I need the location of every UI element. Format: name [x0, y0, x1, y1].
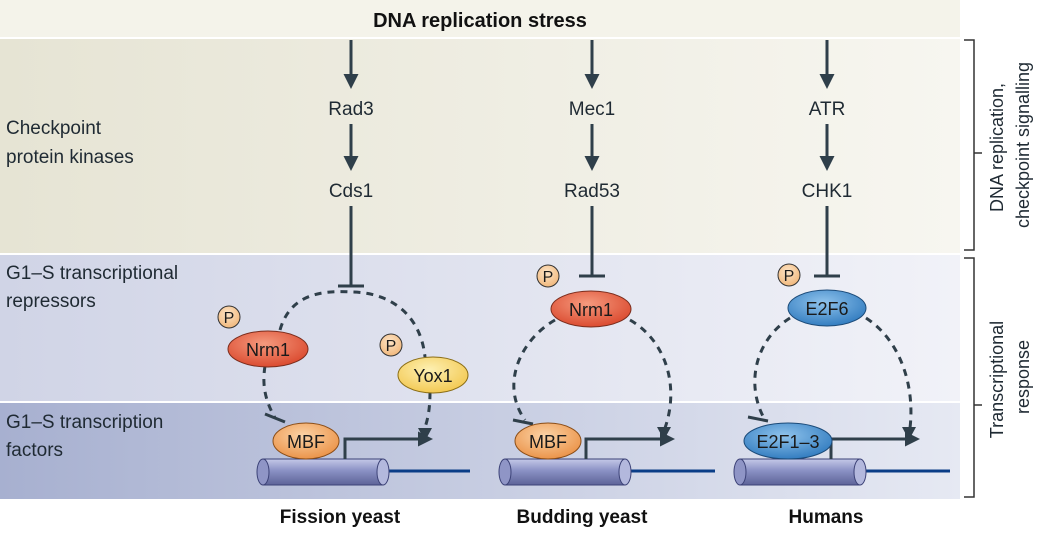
phospho-label: P — [784, 268, 795, 285]
phospho-label: P — [224, 310, 235, 327]
repressor-band — [0, 254, 960, 402]
protein-yox1-label: Yox1 — [413, 366, 452, 386]
protein-nrm1 — [550, 290, 632, 328]
organism-humans: Humans — [789, 507, 864, 528]
activation-line — [422, 391, 432, 431]
feedback-arc — [865, 316, 913, 429]
protein-e2f6 — [787, 289, 867, 327]
top-band — [0, 0, 960, 38]
side-label-transcriptional: Transcriptional response — [987, 316, 1033, 438]
row-label-repressors: G1–S transcriptional repressors — [6, 263, 183, 312]
repression-line — [262, 365, 277, 419]
feedback-arc — [278, 290, 427, 358]
diagram-title: DNA replication stress — [373, 10, 587, 32]
promoter-arrow — [343, 431, 433, 459]
nucleosome-cylinder — [739, 458, 861, 486]
cylinder-right-cap — [376, 458, 390, 486]
phospho-label: P — [543, 269, 554, 286]
kinase-cds1: Cds1 — [329, 181, 373, 202]
row-label-factors: G1–S transcription factors — [6, 412, 169, 461]
factor-e2f1-3 — [743, 422, 833, 460]
phospho-badge — [536, 264, 560, 288]
factor-mbf — [514, 422, 582, 460]
phospho-badge — [777, 263, 801, 287]
kinase-chk1: CHK1 — [802, 181, 853, 202]
protein-nrm1-label: Nrm1 — [246, 340, 290, 360]
phospho-badge — [217, 305, 241, 329]
factor-mbf-label: MBF — [287, 432, 325, 452]
column-fission-yeast: Rad3 Cds1 Nrm1 P Yox1 P MBF Fission yeas… — [217, 40, 470, 528]
organism-fission-yeast: Fission yeast — [280, 507, 401, 528]
column-budding-yeast: Mec1 Rad53 Nrm1 P MBF Budding yeast — [498, 40, 715, 528]
organism-budding-yeast: Budding yeast — [517, 507, 649, 528]
kinase-rad53: Rad53 — [564, 181, 620, 202]
promoter-arrow — [584, 431, 675, 459]
protein-nrm1-label: Nrm1 — [569, 300, 613, 320]
cylinder-right-cap — [618, 458, 632, 486]
row-label-kinases: Checkpoint protein kinases — [6, 118, 134, 168]
nucleosome-cylinder — [504, 458, 626, 486]
factor-e2f1-3-label: E2F1–3 — [756, 432, 819, 452]
column-humans: ATR CHK1 E2F6 P E2F1–3 Humans — [733, 40, 950, 528]
feedback-arc — [753, 316, 791, 421]
kinase-rad3: Rad3 — [328, 99, 373, 120]
protein-nrm1 — [227, 330, 309, 368]
feedback-arc — [512, 318, 556, 421]
protein-yox1 — [397, 356, 469, 394]
cylinder-left-cap — [498, 458, 512, 486]
feedback-arc — [629, 318, 673, 429]
cylinder-left-cap — [733, 458, 747, 486]
phospho-label: P — [386, 338, 397, 355]
factor-mbf-label: MBF — [529, 432, 567, 452]
transcription-bracket — [964, 257, 982, 498]
protein-e2f6-label: E2F6 — [805, 299, 848, 319]
kinase-atr: ATR — [809, 99, 846, 120]
nucleosome-cylinder — [262, 458, 384, 486]
kinase-mec1: Mec1 — [569, 99, 615, 120]
cylinder-right-cap — [853, 458, 867, 486]
cylinder-left-cap — [256, 458, 270, 486]
kinase-band — [0, 38, 960, 254]
factor-mbf — [272, 422, 340, 460]
checkpoint-bracket — [964, 39, 982, 251]
phospho-badge — [379, 333, 403, 357]
side-label-checkpoint: DNA replication, checkpoint signalling — [987, 62, 1033, 228]
